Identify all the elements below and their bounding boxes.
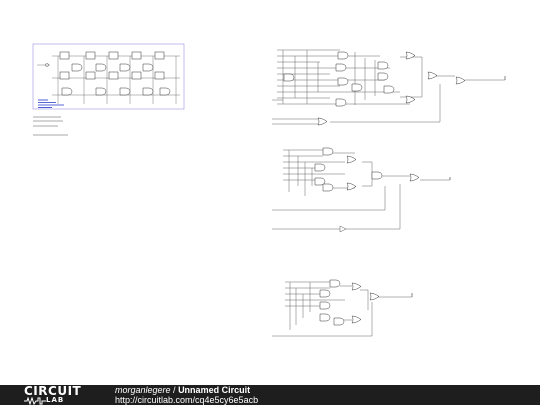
logo-wordmark-top: CIRCUIT xyxy=(24,384,82,398)
schematic-drawing xyxy=(32,43,506,337)
waveform-icon xyxy=(24,397,46,405)
footer-bar: CIRCUIT LAB morganlegere / Unnamed Circu… xyxy=(0,385,540,405)
byline-separator: / xyxy=(170,385,179,395)
circuit-top xyxy=(272,49,506,126)
logo-wordmark-bottom: LAB xyxy=(46,396,65,404)
circuit-bottom xyxy=(272,279,413,337)
circuit-middle xyxy=(272,147,451,233)
circuit-title: Unnamed Circuit xyxy=(178,385,251,395)
circuitlab-logo-icon[interactable]: CIRCUIT LAB xyxy=(24,384,94,405)
author-link[interactable]: morganlegere xyxy=(115,385,171,395)
schematic-canvas[interactable] xyxy=(0,0,540,385)
circuit-byline: morganlegere / Unnamed Circuit xyxy=(115,385,250,395)
circuit-url-link[interactable]: http://circuitlab.com/cq4e5cy6e5acb xyxy=(115,395,259,405)
counter-subcircuit xyxy=(32,43,185,136)
